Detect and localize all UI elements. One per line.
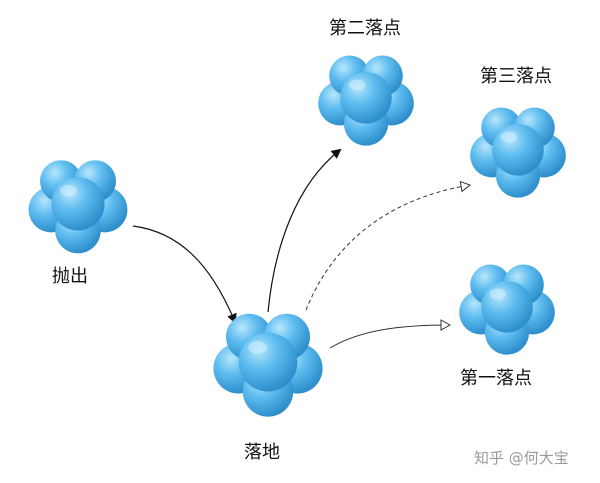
label-third: 第三落点 bbox=[480, 66, 552, 87]
ball-first bbox=[459, 264, 555, 355]
ball-landing bbox=[213, 313, 323, 417]
watermark: 知乎 @何大宝 bbox=[474, 449, 569, 467]
label-landing: 落地 bbox=[244, 442, 280, 463]
label-first: 第一落点 bbox=[460, 368, 532, 389]
ball-second bbox=[318, 55, 414, 146]
label-second: 第二落点 bbox=[329, 18, 401, 39]
label-throw: 抛出 bbox=[52, 266, 88, 287]
first-bounce-arrow bbox=[329, 319, 452, 349]
ball-throw bbox=[28, 160, 128, 254]
second-bounce-arrow bbox=[267, 148, 342, 313]
ball-third bbox=[470, 107, 566, 198]
throw-arrow bbox=[132, 225, 237, 324]
third-bounce-arrow bbox=[305, 180, 472, 311]
